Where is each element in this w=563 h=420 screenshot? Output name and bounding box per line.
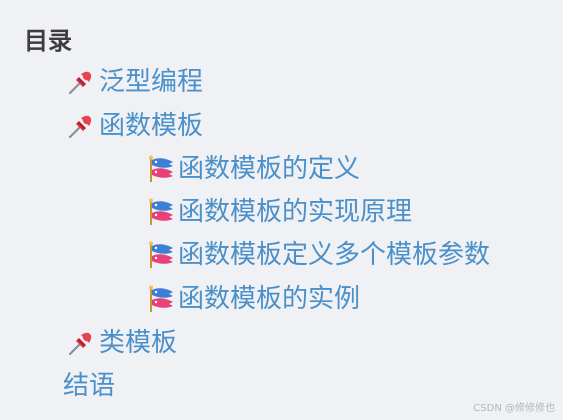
toc-item-label: 函数模板的实现原理 — [178, 197, 413, 227]
toc-item-label: 函数模板定义多个模板参数 — [178, 240, 491, 270]
toc-item-function-template-multiple-params[interactable]: 函数模板定义多个模板参数 — [146, 236, 490, 274]
toc-heading: 目录 — [24, 27, 72, 55]
toc-item-label: 类模板 — [99, 328, 178, 358]
toc-item-label: 函数模板的实例 — [178, 284, 361, 314]
toc-item-function-template-example[interactable]: 函数模板的实例 — [146, 280, 360, 318]
carp-streamer-icon — [146, 198, 176, 226]
toc-item-class-template[interactable]: 类模板 — [66, 324, 177, 362]
toc-item-function-template-implementation[interactable]: 函数模板的实现原理 — [146, 193, 412, 231]
carp-streamer-icon — [146, 155, 176, 183]
pushpin-icon — [66, 67, 96, 97]
toc-item-function-template-definition[interactable]: 函数模板的定义 — [146, 150, 360, 188]
watermark: CSDN @修修修也 — [473, 403, 555, 414]
toc-item-generic-programming[interactable]: 泛型编程 — [66, 63, 203, 101]
toc-item-conclusion[interactable]: 结语 — [63, 367, 115, 405]
toc-item-label: 结语 — [63, 371, 116, 401]
carp-streamer-icon — [146, 241, 176, 269]
toc-item-label: 函数模板的定义 — [178, 154, 361, 184]
toc-item-label: 函数模板 — [99, 111, 204, 141]
toc-item-label: 泛型编程 — [99, 67, 204, 97]
pushpin-icon — [66, 328, 96, 358]
pushpin-icon — [66, 111, 96, 141]
toc-item-function-template[interactable]: 函数模板 — [66, 107, 203, 145]
carp-streamer-icon — [146, 285, 176, 313]
